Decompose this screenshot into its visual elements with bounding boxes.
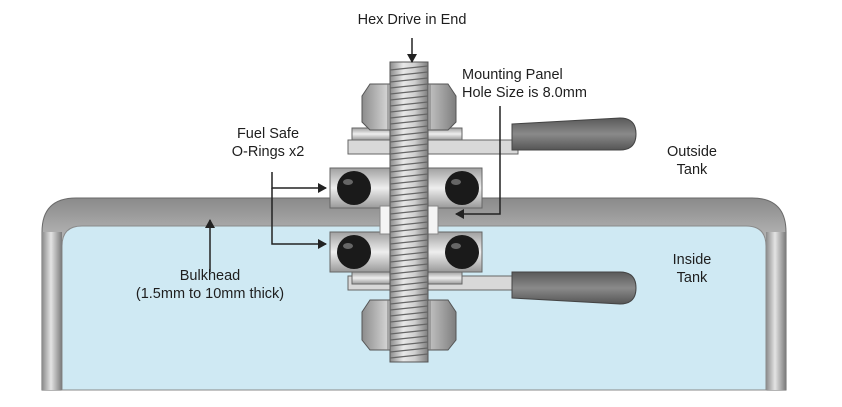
fuel-safe-label-line1: Fuel Safe: [236, 126, 300, 142]
bulkhead-label-line2: (1.5mm to 10mm thick): [135, 286, 285, 302]
mounting-panel-arrow: [455, 106, 501, 219]
inside-tank-label-line2: Tank: [676, 270, 708, 286]
mounting-panel-label-line2: Hole Size is 8.0mm: [462, 85, 587, 101]
bulkhead-label-line1: Bulkhead: [179, 268, 241, 284]
o-rings: [337, 171, 479, 269]
mounting-panel-label-line1: Mounting Panel: [462, 67, 563, 83]
outside-tank-label-line1: Outside: [667, 144, 717, 160]
fuel-safe-label-line2: O-Rings x2: [231, 144, 305, 160]
inside-tank-label-line1: Inside: [672, 252, 712, 268]
outside-tank-label-line2: Tank: [676, 162, 708, 178]
tank-wall-left: [42, 232, 62, 390]
o-ring-arrows: [271, 172, 327, 249]
hex-drive-label: Hex Drive in End: [357, 12, 467, 28]
threaded-bolt: [389, 61, 429, 363]
tank-wall-right: [766, 232, 786, 390]
